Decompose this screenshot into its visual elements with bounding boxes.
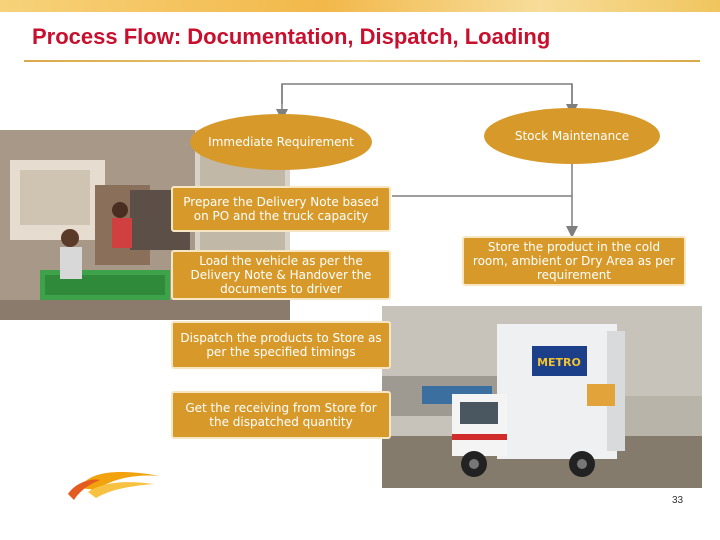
slide-title: Process Flow: Documentation, Dispatch, L…	[32, 24, 551, 49]
page-number: 33	[672, 495, 684, 506]
header-band	[0, 0, 720, 12]
agility-logo-mark	[68, 472, 160, 500]
load-vehicle-node: Load the vehicle as per the Delivery Not…	[171, 250, 391, 300]
connector-top-branch	[281, 83, 573, 104]
agility-logo	[18, 464, 168, 524]
stock-maintenance-node: Stock Maintenance	[484, 108, 660, 164]
truck-photo: METRO	[382, 306, 702, 488]
dispatch-products-node: Dispatch the products to Store as per th…	[171, 321, 391, 369]
prepare-delivery-note-node: Prepare the Delivery Note based on PO an…	[171, 186, 391, 232]
store-product-node: Store the product in the cold room, ambi…	[462, 236, 686, 286]
immediate-requirement-node: Immediate Requirement	[190, 114, 372, 170]
get-receiving-node: Get the receiving from Store for the dis…	[171, 391, 391, 439]
truck-scene: METRO	[382, 306, 702, 488]
title-underline	[24, 60, 700, 62]
truck-metro-sign: METRO	[537, 356, 581, 369]
